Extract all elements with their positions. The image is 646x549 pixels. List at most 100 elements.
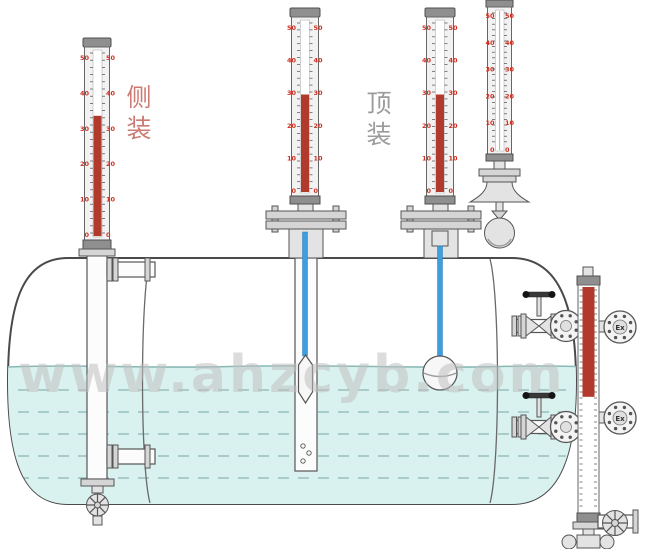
scale-number: 30 xyxy=(485,66,495,74)
gauge-base-flange xyxy=(78,248,116,257)
bolt-dot xyxy=(574,421,578,425)
side-standpipe-assembly xyxy=(80,254,156,526)
bolt-dot xyxy=(613,426,618,431)
scale-number: 10 xyxy=(106,196,116,204)
handle-knob xyxy=(548,392,556,399)
float-rod xyxy=(495,201,504,212)
gauge-cap-top xyxy=(82,37,112,48)
handwheel-hub xyxy=(94,501,101,509)
scale-number: 0 xyxy=(291,187,296,195)
flange-center xyxy=(560,421,572,433)
bolt-dot xyxy=(607,329,612,334)
scale-number: 50 xyxy=(422,24,432,32)
gauge-indicator xyxy=(93,115,102,237)
scale-number: 20 xyxy=(505,92,515,100)
label-top-mounted: 顶装 xyxy=(363,90,392,152)
float-rod-1 xyxy=(302,231,308,357)
right-side-gauge xyxy=(561,266,615,549)
bolt-dot xyxy=(622,405,627,410)
drain-bolt xyxy=(561,534,577,549)
tube-vent-hole xyxy=(300,443,306,449)
bolt-dot xyxy=(613,335,618,340)
scale-number: 10 xyxy=(287,154,297,162)
corner-flange xyxy=(632,509,639,534)
cylindrical-float xyxy=(297,353,314,405)
standpipe-bottom-flange xyxy=(80,478,115,487)
drain-body xyxy=(576,534,601,549)
gauge-ticks-right xyxy=(102,52,105,234)
scale-number: 20 xyxy=(449,122,459,130)
floats-and-rods xyxy=(297,231,458,464)
gauge-cap-bottom xyxy=(424,195,456,205)
process-connection-top xyxy=(511,291,583,343)
drain-bolt xyxy=(599,534,615,549)
label-side-mounted: 侧装 xyxy=(123,84,152,146)
bolt-dot xyxy=(607,320,612,325)
arm-flange xyxy=(112,444,119,469)
gauge-indicator xyxy=(582,287,595,397)
bolt-dot xyxy=(560,334,564,338)
gauge-cap-top xyxy=(576,275,601,286)
scale-number: 50 xyxy=(106,54,116,62)
handle-knob xyxy=(522,392,530,399)
bolt-dot xyxy=(613,405,618,410)
scale-number: 10 xyxy=(505,119,515,127)
bolt-dot xyxy=(628,320,633,325)
flange-center xyxy=(560,320,572,332)
scale-number: 0 xyxy=(449,187,454,195)
bolt-dot xyxy=(613,314,618,319)
scale-number: 30 xyxy=(449,89,459,97)
handle-knob xyxy=(548,291,556,298)
bolt-dot xyxy=(607,420,612,425)
arm-flange xyxy=(511,315,517,337)
bolt-dot xyxy=(568,314,572,318)
tank-head-seam-right xyxy=(489,258,499,504)
bolt-dot xyxy=(554,328,558,332)
switch-center xyxy=(612,410,628,426)
gauge-cap-top xyxy=(424,7,456,18)
gauge-indicator xyxy=(301,94,309,192)
gauge-ticks-left xyxy=(492,12,495,143)
process-connection-bottom xyxy=(511,392,583,444)
gauge-cap-top xyxy=(289,7,321,18)
ball-float xyxy=(422,355,458,391)
scale-number: 40 xyxy=(449,57,459,65)
scale-number: 20 xyxy=(287,122,297,130)
flange-bolts xyxy=(554,415,578,439)
gauge-ticks-left xyxy=(90,52,93,234)
scale-number: 40 xyxy=(485,39,495,47)
gauge-ticks-right xyxy=(309,22,313,189)
flange-bolts xyxy=(554,314,578,338)
flange-plate-upper xyxy=(400,210,482,220)
arm-flange xyxy=(511,416,517,438)
scale-number: 10 xyxy=(314,154,324,162)
gauge-ticks-left xyxy=(579,289,583,507)
switch-bolts xyxy=(607,405,633,431)
scale-number: 0 xyxy=(106,231,111,239)
scale-number: 10 xyxy=(449,154,459,162)
bolt-dot xyxy=(554,421,558,425)
valve-flange xyxy=(520,313,527,339)
mount-flange-upper xyxy=(478,168,521,177)
alarm-switch-bottom: Ex xyxy=(598,401,637,435)
scale-number: 40 xyxy=(80,89,90,97)
scale-number: 40 xyxy=(106,89,116,97)
gauge-ticks-left xyxy=(297,22,300,189)
bolt-dot xyxy=(622,314,627,319)
scale-number: 30 xyxy=(314,89,324,97)
rod-guide-block xyxy=(431,230,449,247)
gauge-cap-bottom xyxy=(82,239,112,250)
switch-label: Ex xyxy=(615,415,625,423)
scale-number: 0 xyxy=(505,146,510,154)
ball-float-shade xyxy=(487,238,512,247)
valve-body xyxy=(525,314,540,338)
scale-number: 40 xyxy=(287,57,297,65)
